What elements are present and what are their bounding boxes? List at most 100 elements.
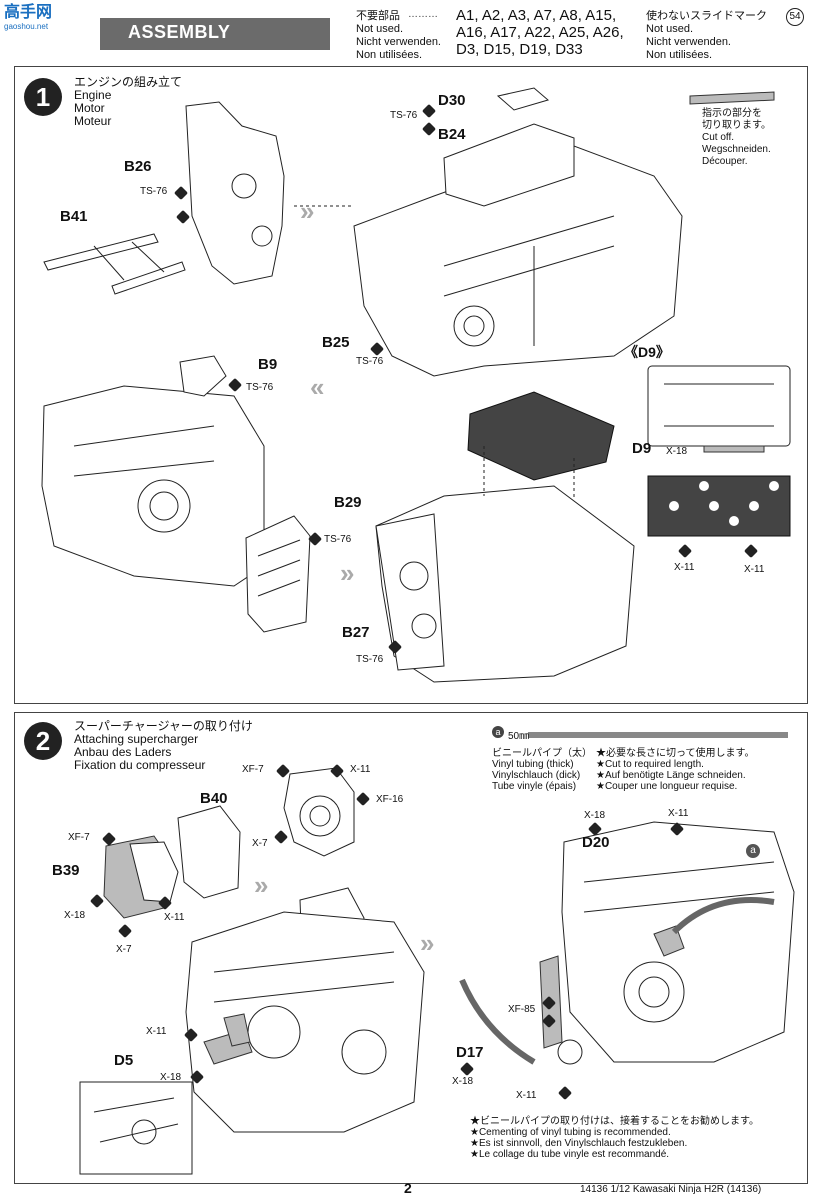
tube-instruction-en: ★Cut to required length. (596, 759, 704, 770)
label-xf7-top: XF-7 (242, 764, 264, 775)
flow-arrow-icon: » (420, 928, 435, 958)
section-title-bar (100, 18, 330, 50)
label-x7-top: X-7 (252, 838, 268, 849)
label-ts76-d30: TS-76 (390, 110, 418, 121)
label-ts76-b26: TS-76 (140, 186, 168, 197)
sticker-num-badge: 54 (786, 8, 804, 26)
step2-title-fr: Fixation du compresseur (74, 758, 206, 772)
cut-tool-drawing (689, 91, 775, 105)
label-x11-d5: X-11 (146, 1026, 167, 1037)
part-b40-drawing (177, 805, 241, 899)
section-title: ASSEMBLY (128, 22, 231, 42)
tube-length: 50㎜ (508, 731, 530, 742)
product-footer: 14136 1/12 Kawasaki Ninja H2R (14136) (580, 1184, 762, 1195)
label-x11-top: X-11 (350, 764, 371, 775)
label-xf16: XF-16 (376, 794, 404, 805)
step1-title-en: Engine (74, 88, 112, 102)
label-b24: B24 (438, 126, 466, 143)
part-b26-drawing (185, 101, 285, 285)
step2-titles: スーパーチャージャーの取り付け Attaching supercharger A… (74, 720, 253, 772)
tube-name-en: Vinyl tubing (thick) (492, 759, 574, 770)
label-d5: D5 (114, 1052, 134, 1069)
not-used-parts-line2: A16, A17, A22, A25, A26, (456, 24, 624, 41)
label-b40: B40 (200, 790, 228, 807)
tube-marker-a: a (492, 726, 504, 738)
engine-block-left-drawing (41, 385, 265, 587)
label-b25: B25 (322, 334, 350, 351)
label-x18-d17: X-18 (452, 1076, 474, 1087)
label-b41: B41 (60, 208, 88, 225)
label-xf7-left: XF-7 (68, 832, 90, 843)
label-d9-inset: 《D9》 (624, 344, 670, 360)
label-d30: D30 (438, 92, 466, 109)
label-ts76-b29: TS-76 (324, 534, 352, 545)
label-x11-d9-right: X-11 (744, 564, 765, 575)
part-b41-drawing (43, 233, 159, 271)
not-used-dots: ……… (408, 9, 438, 20)
flow-arrow-icon: « (310, 372, 325, 402)
step1-illustration (41, 87, 791, 683)
label-b39: B39 (52, 862, 80, 879)
label-x18-d5: X-18 (160, 1072, 182, 1083)
cut-note-jp1: 指示の部分を (702, 108, 762, 119)
label-xf85: XF-85 (508, 1004, 536, 1015)
logo-subtext: gaoshou.net (4, 22, 49, 31)
label-ts76-b9: TS-76 (246, 382, 274, 393)
label-b29: B29 (334, 494, 362, 511)
cement-note-en: ★Cementing of vinyl tubing is recommende… (470, 1127, 671, 1138)
sticker-labels: 使わないスライドマーク Not used. Nicht verwenden. N… (646, 10, 767, 62)
cut-note-en: Cut off. (702, 132, 735, 143)
part-d9-drawing (467, 391, 615, 481)
label-x18-d9: X-18 (666, 446, 688, 457)
label-x11-left: X-11 (164, 912, 185, 923)
label-x11-d17: X-11 (516, 1090, 537, 1101)
not-used-parts-line1: A1, A2, A3, A7, A8, A15, (456, 7, 617, 24)
step2-panel (14, 712, 808, 1184)
step1-titles: エンジンの組み立て Engine Motor Moteur (74, 76, 182, 128)
supercharger-housing-drawing (283, 767, 355, 857)
cut-note: 指示の部分を 切り取ります。 Cut off. Wegschneiden. Dé… (702, 108, 771, 168)
step1-title-fr: Moteur (74, 114, 112, 128)
label-b9: B9 (258, 356, 278, 373)
label-x18-d20: X-18 (584, 810, 606, 821)
inset-photo (79, 1081, 193, 1175)
not-used-label-de: Nicht verwenden. (356, 36, 441, 48)
label-x18-left: X-18 (64, 910, 86, 921)
step1-number: 1 (24, 78, 62, 116)
tube-instruction-fr: ★Couper une longueur requise. (596, 781, 738, 792)
label-x11-d9-left: X-11 (674, 562, 695, 573)
step1-title-jp: エンジンの組み立て (74, 75, 183, 89)
cement-note-fr: ★Le collage du tube vinyle est recommand… (470, 1149, 670, 1160)
not-used-label-jp: 不要部品 (356, 10, 400, 22)
part-b29-drawing (245, 515, 311, 633)
tube-instruction-de: ★Auf benötigte Länge schneiden. (596, 770, 746, 781)
label-ts76-b25: TS-76 (356, 356, 384, 367)
tube-name-de: Vinylschlauch (dick) (492, 770, 581, 781)
label-x7-left: X-7 (116, 944, 132, 955)
sticker-label-de: Nicht verwenden. (646, 36, 731, 48)
label-x11-d20: X-11 (668, 808, 689, 819)
sticker-label-fr: Non utilisées. (646, 49, 713, 61)
flow-arrow-icon: » (340, 558, 355, 588)
not-used-label-en: Not used. (356, 23, 404, 35)
step2-title-en: Attaching supercharger (74, 732, 199, 746)
cut-note-de: Wegschneiden. (702, 144, 771, 155)
label-d9: D9 (632, 440, 652, 457)
label-d17: D17 (456, 1044, 484, 1061)
vinyl-tube-drawing (671, 897, 775, 935)
logo: 高手网 gaoshou.net (4, 4, 74, 34)
label-b27: B27 (342, 624, 370, 641)
d9-inset-plate (647, 365, 791, 447)
tube-marker-a-end: a (746, 844, 760, 858)
page-number: 2 (404, 1180, 412, 1196)
cut-note-jp2: 切り取ります。 (702, 120, 771, 131)
label-b26: B26 (124, 158, 152, 175)
flow-arrow-icon: » (254, 870, 269, 900)
not-used-label-fr: Non utilisées. (356, 49, 423, 61)
cut-note-fr: Découper. (702, 156, 748, 167)
label-ts76-b27: TS-76 (356, 654, 384, 665)
not-used-parts: A1, A2, A3, A7, A8, A15, A16, A17, A22, … (456, 7, 624, 58)
tube-length-bar (528, 732, 788, 738)
logo-text: 高手网 (4, 4, 53, 21)
step2-illustration (79, 732, 795, 1175)
